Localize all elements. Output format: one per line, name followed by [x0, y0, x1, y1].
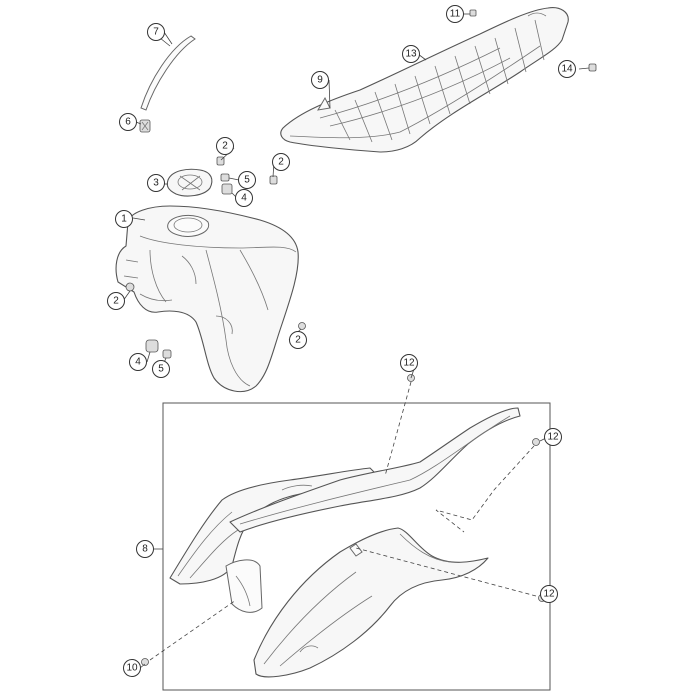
callout-2c-label: 2 [113, 296, 119, 307]
seat-bolt-rear [588, 63, 597, 72]
callout-4a: 4 [235, 189, 253, 207]
callout-14-label: 14 [561, 64, 573, 75]
callout-12a-label: 12 [403, 358, 415, 369]
callout-13-label: 13 [405, 49, 417, 60]
hose-clip [139, 119, 151, 133]
callout-12b-label: 12 [547, 432, 559, 443]
callout-1-label: 1 [121, 214, 127, 225]
callout-6: 6 [119, 113, 137, 131]
callout-12c-label: 12 [543, 589, 555, 600]
callout-2b-label: 2 [278, 157, 284, 168]
callout-1: 1 [115, 210, 133, 228]
seat [280, 7, 569, 153]
spoiler-kit-frame [162, 402, 551, 691]
fuel-tank [115, 205, 299, 393]
callout-2a: 2 [216, 137, 234, 155]
callout-5a: 5 [238, 171, 256, 189]
radiator-shroud-right [253, 527, 489, 678]
callout-9-label: 9 [317, 75, 323, 86]
callout-7: 7 [147, 23, 165, 41]
callout-5a-label: 5 [244, 175, 250, 186]
callout-5b-label: 5 [158, 364, 164, 375]
breather-hose [140, 35, 196, 111]
callout-2c: 2 [107, 292, 125, 310]
callout-9: 9 [311, 71, 329, 89]
seat-bolt-front [469, 9, 477, 17]
callout-3: 3 [147, 174, 165, 192]
callout-2b: 2 [272, 153, 290, 171]
callout-13: 13 [402, 45, 420, 63]
callout-4b-label: 4 [135, 357, 141, 368]
tank-hardware [125, 282, 306, 359]
callout-12b: 12 [544, 428, 562, 446]
callout-2a-label: 2 [222, 141, 228, 152]
callout-8-label: 8 [142, 544, 148, 555]
callout-11-label: 11 [450, 9, 461, 20]
callout-14: 14 [558, 60, 576, 78]
callout-6-label: 6 [125, 117, 131, 128]
callout-10-label: 10 [126, 663, 138, 674]
callout-5b: 5 [152, 360, 170, 378]
callout-7-label: 7 [153, 27, 159, 38]
callout-3-label: 3 [153, 178, 159, 189]
callout-12a: 12 [400, 354, 418, 372]
callout-4b: 4 [129, 353, 147, 371]
callout-8: 8 [136, 540, 154, 558]
callout-4a-label: 4 [241, 193, 247, 204]
tank-side-strip [229, 407, 521, 533]
callout-2d-label: 2 [295, 335, 301, 346]
callout-10: 10 [123, 659, 141, 677]
callout-2d: 2 [289, 331, 307, 349]
tank-cap-unit [166, 168, 213, 197]
callout-11: 11 [446, 5, 464, 23]
callout-12c: 12 [540, 585, 558, 603]
